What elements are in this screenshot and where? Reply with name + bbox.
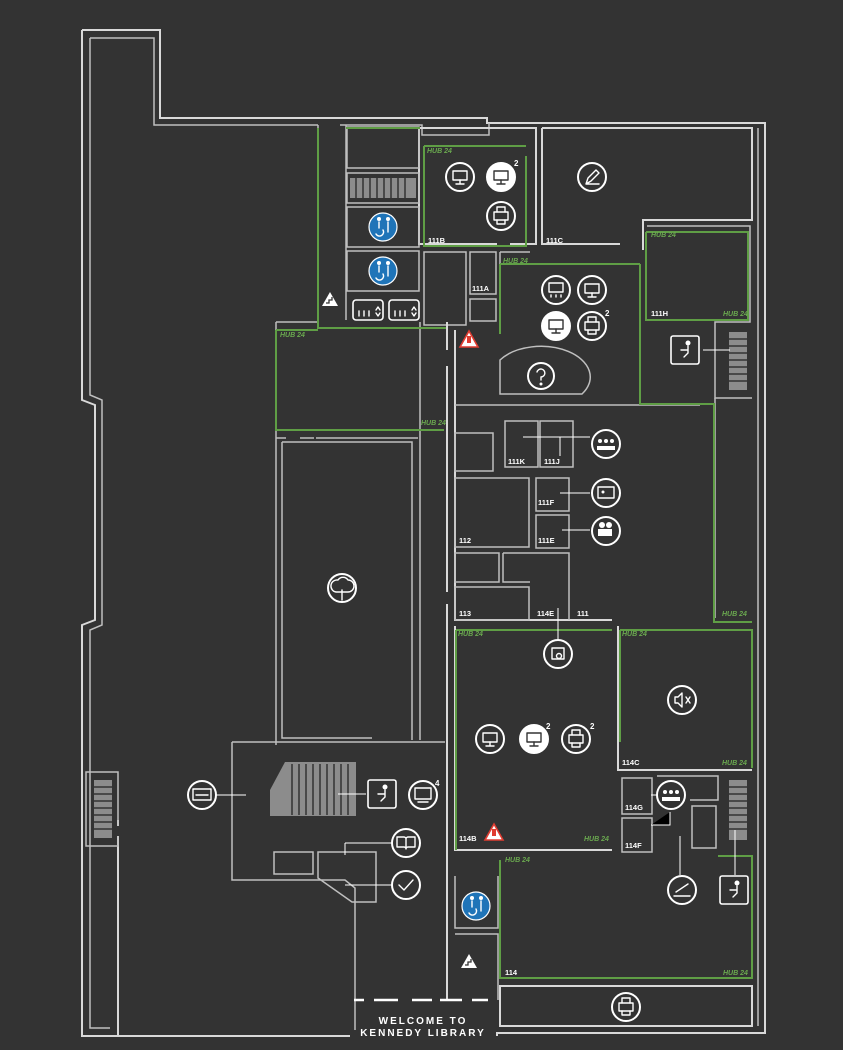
tv-screen-icon[interactable]: 4 xyxy=(408,779,440,810)
entrance-welcome-line2: KENNEDY LIBRARY xyxy=(360,1028,486,1039)
printer-icon[interactable]: 2 xyxy=(561,722,595,754)
stairs xyxy=(94,178,747,840)
staff-service-icon[interactable] xyxy=(367,779,397,809)
quiet-zone-icon xyxy=(667,685,697,715)
room-label: 111E xyxy=(538,536,555,545)
hub-label: HUB 24 xyxy=(723,311,748,318)
presentation-screen-icon[interactable] xyxy=(591,478,621,508)
room-label: 111 xyxy=(577,609,589,618)
stairs-exit-icon xyxy=(322,292,338,306)
computer-monitor-icon[interactable] xyxy=(475,724,505,754)
group-study-icon[interactable] xyxy=(591,429,621,459)
room-label: 111J xyxy=(544,457,560,466)
entrance: WELCOME TO KENNEDY LIBRARY xyxy=(354,998,488,1039)
accessible-restroom-icon[interactable] xyxy=(368,212,398,242)
printer-icon[interactable]: 2 xyxy=(577,309,610,341)
north-rooms xyxy=(346,126,753,399)
computer-monitor-icon[interactable] xyxy=(445,162,475,192)
hub-label: HUB 24 xyxy=(584,836,609,843)
hub-zones xyxy=(275,127,753,979)
room-label: 114E xyxy=(537,609,554,618)
hub-label: HUB 24 xyxy=(280,332,305,339)
room-label: 114F xyxy=(625,841,642,850)
checkout-icon[interactable] xyxy=(391,870,421,900)
hub-label: HUB 24 xyxy=(722,760,747,767)
hub-label: HUB 24 xyxy=(505,857,530,864)
room-label: 114G xyxy=(625,803,643,812)
staff-service-icon[interactable] xyxy=(719,875,749,905)
room-label: 114C xyxy=(622,758,640,767)
computer-monitor-icon[interactable] xyxy=(577,275,607,305)
building-outline xyxy=(81,29,766,1037)
hub-label: HUB 24 xyxy=(503,258,528,265)
stairs-exit-icon xyxy=(461,954,477,968)
group-computer-icon[interactable] xyxy=(541,275,571,305)
hub-label: HUB 24 xyxy=(427,148,452,155)
hub-labels: HUB 24 HUB 24 HUB 24 HUB 24 HUB 24 HUB 2… xyxy=(280,148,748,977)
book-icon[interactable] xyxy=(391,828,421,858)
room-label: 114B xyxy=(459,834,477,843)
elevator-icon[interactable] xyxy=(388,299,420,321)
accessible-computer-icon[interactable]: 2 xyxy=(519,722,551,754)
count-label: 4 xyxy=(435,779,440,788)
printer-icon[interactable] xyxy=(486,201,516,231)
video-camera-icon[interactable] xyxy=(591,516,621,546)
room-label: 111F xyxy=(538,498,555,507)
room-label: 112 xyxy=(459,536,471,545)
hub-label: HUB 24 xyxy=(458,631,483,638)
room-label: 113 xyxy=(459,609,471,618)
photo-scan-icon[interactable] xyxy=(543,639,573,669)
hub-label: HUB 24 xyxy=(722,611,747,618)
pencil-icon[interactable] xyxy=(577,162,607,192)
count-label: 2 xyxy=(546,722,551,731)
room-label: 111C xyxy=(546,236,564,245)
hub-label: HUB 24 xyxy=(723,970,748,977)
room-label: 111B xyxy=(428,236,446,245)
entrance-welcome-line1: WELCOME TO xyxy=(379,1016,468,1027)
room-label: 111H xyxy=(651,309,668,318)
hub-label: HUB 24 xyxy=(622,631,647,638)
elevator-icon[interactable] xyxy=(352,299,384,321)
accessible-computer-icon[interactable] xyxy=(541,311,571,341)
count-label: 2 xyxy=(605,309,610,318)
display-board-icon[interactable] xyxy=(187,780,217,810)
alarm-alert-icon xyxy=(458,329,480,348)
help-desk-icon[interactable] xyxy=(527,362,555,390)
staff-service-icon[interactable] xyxy=(670,335,700,365)
printer-icon[interactable] xyxy=(611,992,641,1022)
tree-icon xyxy=(327,573,357,603)
west-wing-walls xyxy=(231,123,490,1030)
count-label: 2 xyxy=(514,159,519,168)
hub-label: HUB 24 xyxy=(651,232,676,239)
south-rooms xyxy=(85,626,753,1027)
hub-label: HUB 24 xyxy=(421,420,446,427)
room-label: 111A xyxy=(472,284,490,293)
accessible-computer-icon[interactable]: 2 xyxy=(486,159,519,192)
scanner-icon[interactable] xyxy=(667,875,697,905)
accessible-restroom-icon[interactable] xyxy=(368,256,398,286)
group-study-icon[interactable] xyxy=(656,780,686,810)
room-label: 111K xyxy=(508,457,526,466)
accessible-restroom-icon[interactable] xyxy=(461,891,491,921)
count-label: 2 xyxy=(590,722,595,731)
alarm-alert-icon xyxy=(483,822,505,841)
room-labels: 111B 111C 111A 111H 111K 111J 111F 111E … xyxy=(428,236,668,977)
doorways xyxy=(116,244,632,836)
room-label: 114 xyxy=(505,968,518,977)
